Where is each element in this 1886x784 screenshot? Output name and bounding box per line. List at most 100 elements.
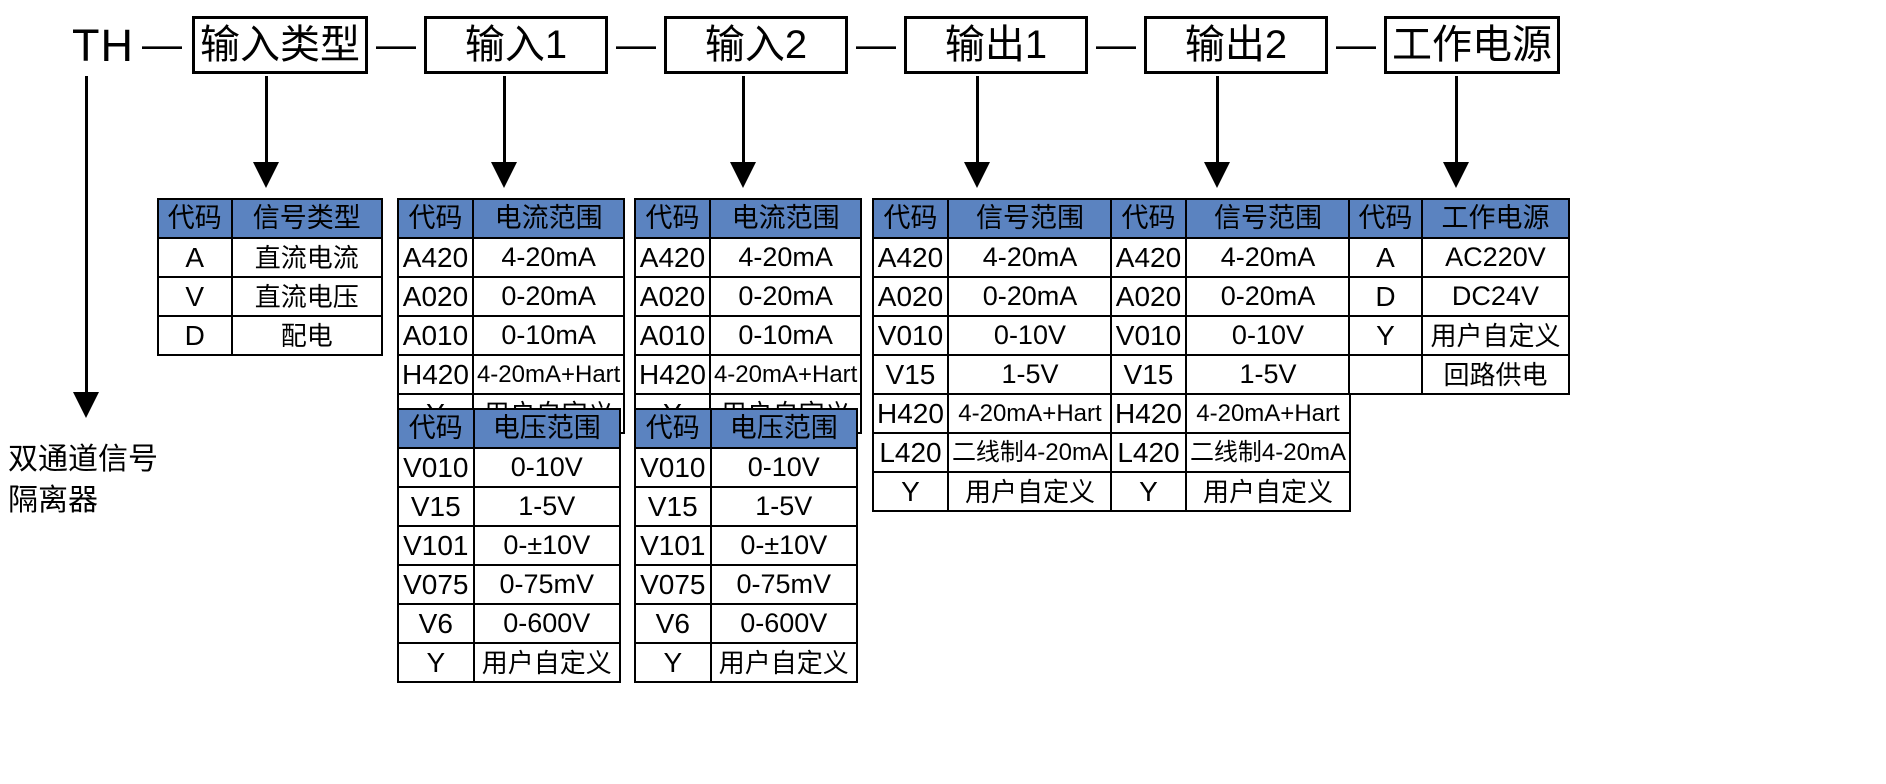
segment-box-power[interactable]: 工作电源 <box>1384 16 1560 74</box>
cell-code <box>1348 354 1423 395</box>
header-cell-code: 代码 <box>397 408 475 449</box>
separator-dash-4: — <box>1096 23 1136 67</box>
cell-value: 直流电流 <box>230 237 383 278</box>
cell-value: 4-20mA <box>471 237 626 278</box>
cell-value: 1-5V <box>472 486 622 527</box>
header-cell-range: 信号范围 <box>1184 198 1351 239</box>
cell-code: V010 <box>397 447 475 488</box>
cell-value: 0-20mA <box>708 276 863 317</box>
segment-box-input1[interactable]: 输入1 <box>424 16 608 74</box>
table-header-row: 代码电压范围 <box>397 408 622 449</box>
separator-dash-0: — <box>142 23 182 67</box>
cell-code: V075 <box>634 564 712 605</box>
cell-code: A <box>157 237 233 278</box>
cell-value: 4-20mA+Hart <box>1184 393 1351 434</box>
cell-value: 0-10V <box>946 315 1113 356</box>
cell-code: A420 <box>1110 237 1187 278</box>
cell-value: 0-20mA <box>1184 276 1351 317</box>
cell-value: 4-20mA+Hart <box>708 354 863 395</box>
model-prefix: TH <box>72 19 134 71</box>
cell-value: 0-10V <box>472 447 622 488</box>
cell-value: 二线制4-20mA <box>946 432 1113 473</box>
cell-code: V075 <box>397 564 475 605</box>
caption-line-1: 双通道信号 <box>8 443 158 476</box>
cell-code: L420 <box>1110 432 1187 473</box>
cell-code: A020 <box>1110 276 1187 317</box>
cell-value: 0-10mA <box>471 315 626 356</box>
header-cell-code: 代码 <box>157 198 233 239</box>
segment-box-output2[interactable]: 输出2 <box>1144 16 1328 74</box>
cell-code: A010 <box>397 315 474 356</box>
cell-code: H420 <box>397 354 474 395</box>
cell-code: V15 <box>872 354 949 395</box>
cell-code: Y <box>872 471 949 512</box>
cell-code: V6 <box>397 603 475 644</box>
table-header-row: 代码信号类型 <box>157 198 383 239</box>
cell-code: A <box>1348 237 1423 278</box>
cell-value: 用户自定义 <box>709 642 859 683</box>
cell-code: V010 <box>1110 315 1187 356</box>
segment-box-input2[interactable]: 输入2 <box>664 16 848 74</box>
connector-line-output2 <box>1216 76 1219 172</box>
cell-code: A020 <box>397 276 474 317</box>
cell-value: 4-20mA <box>946 237 1113 278</box>
header-cell-range: 工作电源 <box>1420 198 1571 239</box>
table-row[interactable]: 回路供电 <box>1348 354 1571 395</box>
segment-box-input-type[interactable]: 输入类型 <box>192 16 368 74</box>
cell-value: 用户自定义 <box>946 471 1113 512</box>
connector-line-input-type <box>265 76 268 172</box>
cell-value: 0-10mA <box>708 315 863 356</box>
header-cell-code: 代码 <box>634 408 712 449</box>
cell-value: 0-600V <box>709 603 859 644</box>
arrowhead-input-type <box>253 162 279 188</box>
cell-value: 回路供电 <box>1420 354 1571 395</box>
connector-line-prefix <box>85 76 88 406</box>
segment-box-output1[interactable]: 输出1 <box>904 16 1088 74</box>
header-cell-code: 代码 <box>1348 198 1423 239</box>
header-cell-code: 代码 <box>634 198 711 239</box>
